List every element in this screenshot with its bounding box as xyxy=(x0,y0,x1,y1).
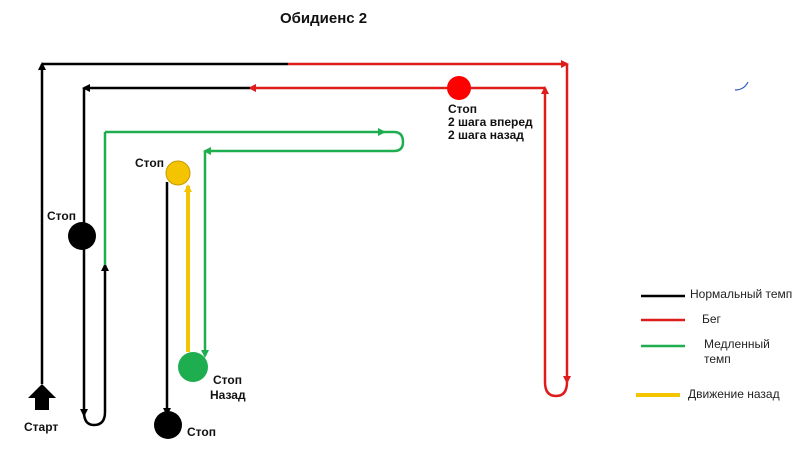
label-stop-left: Стоп xyxy=(47,209,76,223)
label-stop-back-1: Стоп xyxy=(213,373,242,387)
start-arrow-icon xyxy=(28,384,56,410)
diagram-title: Обидиенс 2 xyxy=(280,10,368,27)
label-start: Старт xyxy=(24,420,59,434)
path-slow-uturn xyxy=(384,130,405,153)
label-stop-red-1: Стоп xyxy=(448,102,477,116)
label-stop-yellow: Стоп xyxy=(135,156,164,170)
label-stop-back-2: Назад xyxy=(210,388,246,402)
path-normal-bottom-uturn xyxy=(82,411,107,427)
label-stop-bottom: Стоп xyxy=(187,425,216,439)
stop-point-red xyxy=(447,76,471,100)
legend-label-backward: Движение назад xyxy=(688,387,780,401)
legend-label-normal: Нормальный темп xyxy=(690,287,793,301)
stop-point-black-bottom xyxy=(154,411,182,439)
stop-point-green xyxy=(178,352,208,382)
label-stop-red-2: 2 шага вперед xyxy=(448,115,533,129)
decorative-mark xyxy=(734,81,749,91)
label-stop-red-3: 2 шага назад xyxy=(448,128,524,142)
legend-label-slow-2: темп xyxy=(704,352,731,366)
path-run-bottom-uturn xyxy=(543,381,569,398)
stop-point-black-left xyxy=(68,222,96,250)
legend-label-slow-1: Медленный xyxy=(704,337,770,351)
legend-label-run: Бег xyxy=(702,312,721,326)
stop-point-yellow xyxy=(165,160,191,186)
